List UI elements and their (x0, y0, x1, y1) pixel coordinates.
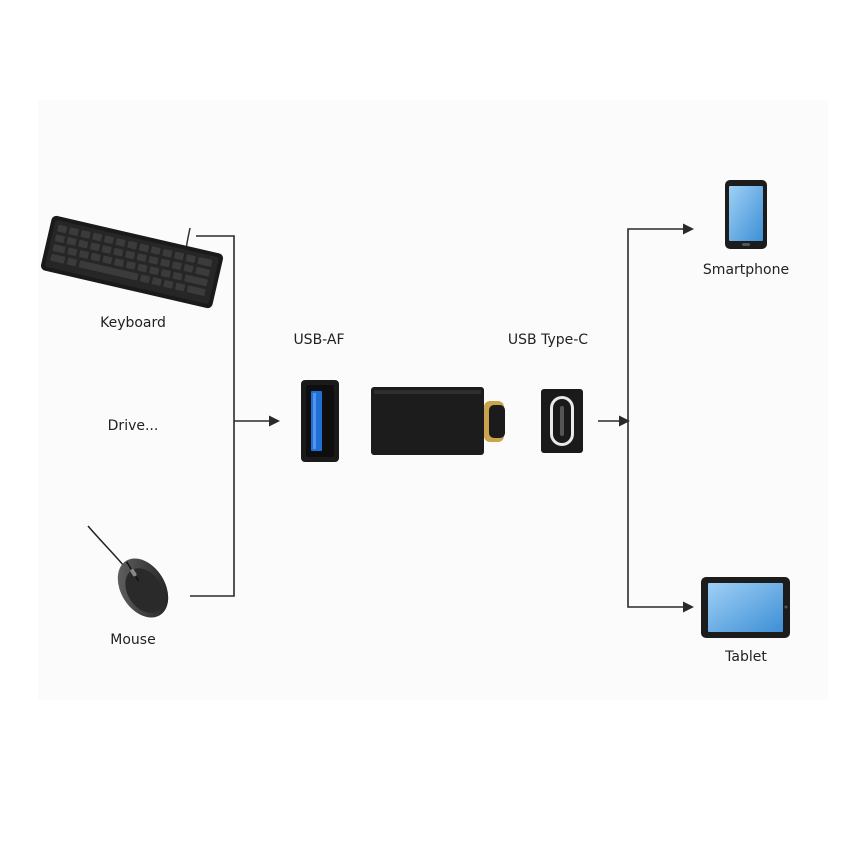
smartphone-icon (725, 180, 767, 249)
mouse-label: Mouse (110, 632, 156, 648)
usb-af-label: USB-AF (293, 332, 345, 348)
keyboard-icon (40, 215, 224, 309)
otg-adapter-icon (371, 387, 505, 455)
tablet-label: Tablet (725, 649, 767, 665)
keyboard-label: Keyboard (100, 315, 166, 331)
drive-label: Drive... (107, 418, 159, 434)
input-connector-lines (190, 235, 280, 597)
usb-a-port-icon (301, 380, 339, 462)
tablet-icon (701, 577, 790, 638)
usb-c-port-icon (541, 389, 583, 453)
output-connector-lines (598, 223, 694, 613)
smartphone-label: Smartphone (702, 262, 790, 278)
usb-type-c-label: USB Type-C (507, 332, 589, 348)
mouse-icon (87, 525, 169, 618)
